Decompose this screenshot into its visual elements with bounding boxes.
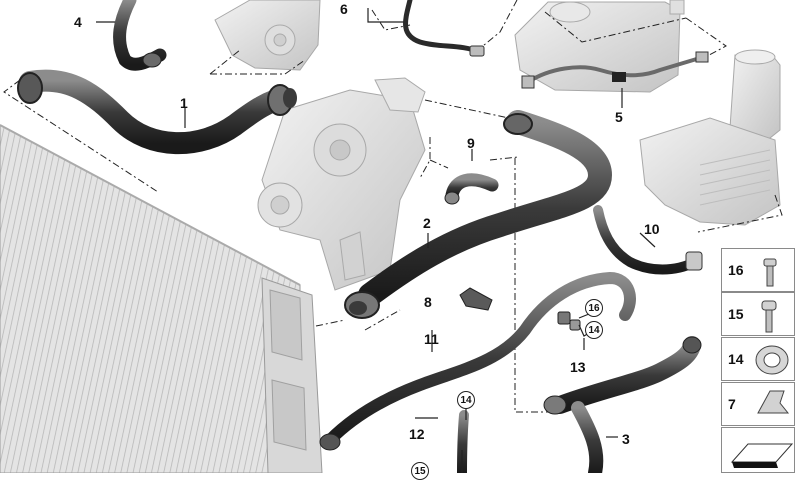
water-pump-top xyxy=(214,0,321,71)
panel-label-7: 7 xyxy=(728,396,736,412)
fittings-13 xyxy=(557,311,581,331)
callout-9: 9 xyxy=(467,135,475,151)
callout-11: 11 xyxy=(424,331,439,347)
pipe-5 xyxy=(521,51,709,89)
circled-callout-16: 16 xyxy=(585,299,603,317)
panel-cell-15: 15 xyxy=(721,292,795,336)
gasket-strip-icon xyxy=(730,443,794,468)
callout-5: 5 xyxy=(615,109,623,125)
callout-2: 2 xyxy=(423,215,431,231)
hose-10 xyxy=(593,205,703,275)
hose-3 xyxy=(543,336,702,473)
dash-dot-leaders xyxy=(3,0,783,413)
panel-cell-gasket xyxy=(721,427,795,473)
callout-lines xyxy=(96,8,656,473)
panel-label-15: 15 xyxy=(728,306,744,322)
oil-filter-housing xyxy=(639,49,781,226)
radiator xyxy=(0,124,323,473)
callout-4: 4 xyxy=(74,14,82,30)
panel-label-16: 16 xyxy=(728,262,744,278)
panel-label-14: 14 xyxy=(728,351,744,367)
pipe-6 xyxy=(403,0,485,57)
panel-cell-16: 16 xyxy=(721,248,795,292)
callout-10: 10 xyxy=(644,221,660,237)
clip-7-icon xyxy=(757,390,790,414)
clip-14-icon xyxy=(755,345,789,375)
callout-13: 13 xyxy=(570,359,586,375)
panel-cell-14: 14 xyxy=(721,337,795,381)
callout-6: 6 xyxy=(340,1,348,17)
circled-callout-15: 15 xyxy=(411,462,429,480)
callout-1: 1 xyxy=(180,95,188,111)
bolt-15-icon xyxy=(761,300,777,333)
hose-9 xyxy=(444,173,499,205)
callout-8: 8 xyxy=(424,294,432,310)
callout-12: 12 xyxy=(409,426,425,442)
circled-callout-14-a: 14 xyxy=(585,321,603,339)
panel-cell-7: 7 xyxy=(721,382,795,426)
circled-callout-14-b: 14 xyxy=(457,391,475,409)
hose-1 xyxy=(17,69,297,155)
callout-3: 3 xyxy=(622,431,630,447)
hose-2 xyxy=(344,110,613,319)
screw-16-icon xyxy=(763,258,777,287)
clamp-8 xyxy=(459,287,493,311)
hose-11 xyxy=(319,271,636,451)
expansion-tank xyxy=(514,0,685,93)
hose-4 xyxy=(113,0,167,71)
water-pump-assembly xyxy=(257,77,426,291)
